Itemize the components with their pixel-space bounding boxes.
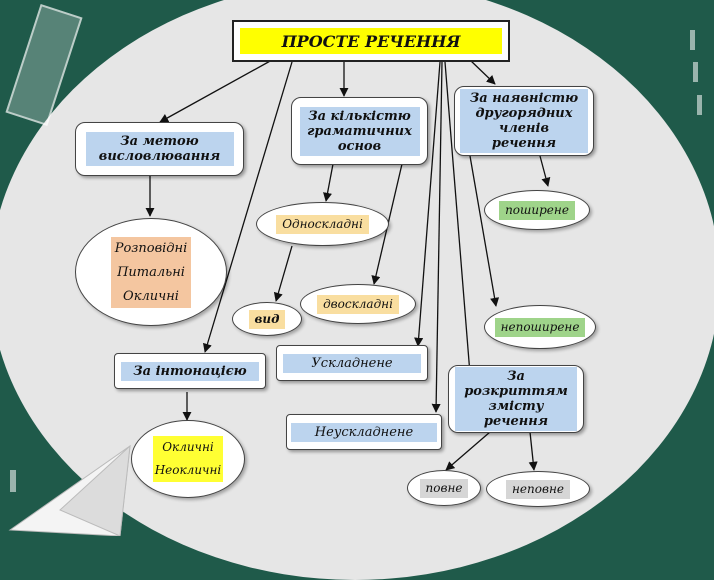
node-intonation: За інтонацією [114, 353, 266, 389]
purpose-item-imperative: Окличні [123, 288, 179, 304]
node-one-part-label: Односкладні [276, 214, 369, 234]
node-complete: повне [407, 470, 481, 506]
chalk-dash-decoration [10, 470, 16, 492]
node-one-part-kind: вид [232, 302, 302, 336]
node-intonation-label: За інтонацією [121, 361, 259, 381]
paper-plane-icon [8, 444, 131, 536]
node-secondary: За наявністю другорядних членів речення [454, 86, 594, 156]
node-bases: За кількістю граматичних основ [291, 97, 428, 165]
node-two-part: двоскладні [300, 284, 416, 324]
chalk-dash-decoration [697, 95, 702, 115]
node-complicated-label: Ускладнене [283, 353, 421, 373]
purpose-item-interrogative: Питальні [117, 264, 185, 280]
node-purpose: За метою висловлювання [75, 122, 244, 176]
node-two-part-label: двоскладні [317, 294, 399, 314]
node-purpose-label: За метою висловлювання [85, 132, 234, 166]
chalk-dash-decoration [690, 30, 695, 50]
node-non-extended-label: непоширене [494, 317, 586, 337]
title-box: ПРОСТЕ РЕЧЕННЯ [232, 20, 510, 62]
node-one-part-kind-label: вид [248, 309, 286, 329]
node-complicated: Ускладнене [276, 345, 428, 381]
node-incomplete-label: неповне [506, 479, 570, 499]
chalk-dash-decoration [693, 62, 698, 82]
node-content: За розкриттям змісту речення [448, 365, 584, 433]
node-purpose-items: Розповідні Питальні Окличні [75, 218, 227, 326]
purpose-items-panel: Розповідні Питальні Окличні [110, 236, 192, 308]
node-incomplete: неповне [486, 471, 590, 507]
node-non-extended: непоширене [484, 305, 596, 349]
node-extended-label: поширене [499, 200, 575, 220]
node-uncomplicated: Неускладнене [286, 414, 442, 450]
intonation-item-exclamatory: Окличні [162, 440, 214, 454]
node-extended: поширене [484, 190, 590, 230]
node-secondary-label: За наявністю другорядних членів речення [460, 89, 588, 153]
node-complete-label: повне [419, 478, 469, 498]
node-bases-label: За кількістю граматичних основ [299, 106, 420, 156]
node-one-part: Односкладні [256, 202, 389, 246]
purpose-item-declarative: Розповідні [114, 240, 188, 256]
node-content-label: За розкриттям змісту речення [455, 367, 577, 431]
intonation-item-non-exclamatory: Неокличні [154, 463, 222, 477]
node-intonation-items: Окличні Неокличні [131, 420, 245, 498]
intonation-items-panel: Окличні Неокличні [152, 436, 224, 482]
diagram-title: ПРОСТЕ РЕЧЕННЯ [240, 28, 502, 54]
node-uncomplicated-label: Неускладнене [291, 422, 437, 442]
